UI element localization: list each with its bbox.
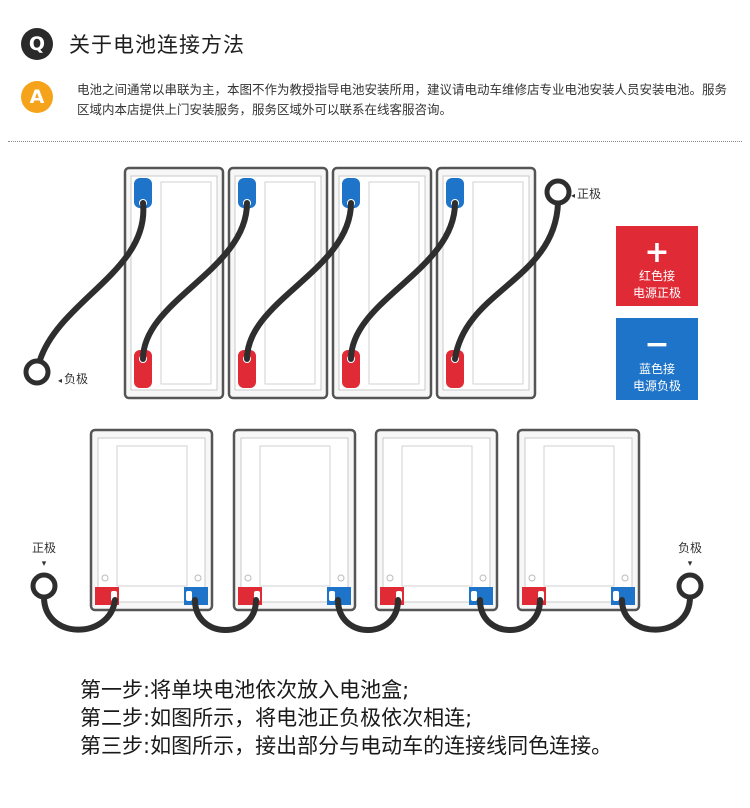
- bottom-battery-3: [374, 428, 499, 612]
- plus-icon: +: [644, 235, 669, 270]
- bottom-positive-label: 正极: [32, 541, 56, 555]
- top-negative-arrow-icon: ◂: [58, 376, 62, 385]
- bottom-positive-lead: [41, 594, 118, 633]
- legend-red-line1: 红色接: [639, 268, 675, 283]
- top-negative-lead: [37, 200, 147, 363]
- negative-terminal-icon: [469, 587, 493, 605]
- negative-terminal-icon: [184, 587, 208, 605]
- negative-terminal-icon: [611, 587, 635, 605]
- top-cable-group: [37, 200, 561, 363]
- top-link-cable-2: [244, 200, 354, 362]
- step-3: 第三步:如图所示，接出部分与电动车的连接线同色连接。: [80, 734, 613, 758]
- bottom-negative-ring: [676, 572, 704, 600]
- top-battery-row: [123, 166, 537, 400]
- bottom-link-cable-1: [192, 597, 259, 633]
- question-badge: Q: [21, 28, 53, 60]
- top-link-cable-3: [348, 200, 458, 362]
- legend-blue-box: − 蓝色接 电源负极: [616, 318, 698, 400]
- bottom-battery-2: [232, 428, 357, 612]
- answer-row: A: [21, 81, 53, 113]
- top-negative-ring: [23, 358, 51, 386]
- bottom-link-cable-2: [335, 597, 401, 633]
- bottom-battery-1: [89, 428, 214, 612]
- top-negative-label: 负极: [64, 372, 88, 386]
- bottom-cable-group: [41, 594, 693, 633]
- top-battery-4: [435, 166, 537, 400]
- bottom-battery-row: [89, 428, 641, 612]
- minus-icon: −: [644, 327, 669, 362]
- negative-terminal-icon: [327, 587, 351, 605]
- top-positive-arrow-icon: ◂: [571, 191, 575, 200]
- legend-red-line2: 电源正极: [633, 286, 681, 300]
- bottom-battery-4: [516, 428, 641, 612]
- question-title: 关于电池连接方法: [69, 33, 245, 57]
- bottom-link-cable-3: [477, 597, 543, 633]
- legend-blue-line2: 电源负极: [633, 379, 681, 393]
- legend-blue-line1: 蓝色接: [639, 361, 675, 376]
- bottom-negative-label: 负极: [678, 541, 702, 555]
- top-battery-3: [331, 166, 433, 400]
- step-1: 第一步:将单块电池依次放入电池盒;: [80, 678, 410, 702]
- installation-steps: 第一步:将单块电池依次放入电池盒; 第二步:如图所示，将电池正负极依次相连; 第…: [80, 676, 612, 760]
- bottom-positive-arrow-icon: ▾: [42, 559, 47, 569]
- bottom-positive-ring: [30, 572, 58, 600]
- top-positive-ring: [544, 178, 572, 206]
- dotted-divider: [8, 141, 742, 142]
- bottom-negative-lead: [619, 594, 693, 633]
- answer-text: 电池之间通常以串联为主，本图不作为教授指导电池安装所用，建议请电动车维修店专业电…: [77, 82, 728, 117]
- top-battery-2: [227, 166, 329, 400]
- top-battery-1: [123, 166, 225, 400]
- legend-red-box: + 红色接 电源正极: [616, 226, 698, 306]
- answer-badge: A: [21, 81, 53, 113]
- top-link-cable-1: [140, 200, 250, 362]
- top-positive-lead: [452, 200, 561, 362]
- bottom-negative-arrow-icon: ▾: [688, 559, 693, 569]
- question-row: Q 关于电池连接方法: [21, 28, 245, 60]
- step-2: 第二步:如图所示，将电池正负极依次相连;: [80, 706, 473, 730]
- top-positive-label: 正极: [577, 187, 601, 201]
